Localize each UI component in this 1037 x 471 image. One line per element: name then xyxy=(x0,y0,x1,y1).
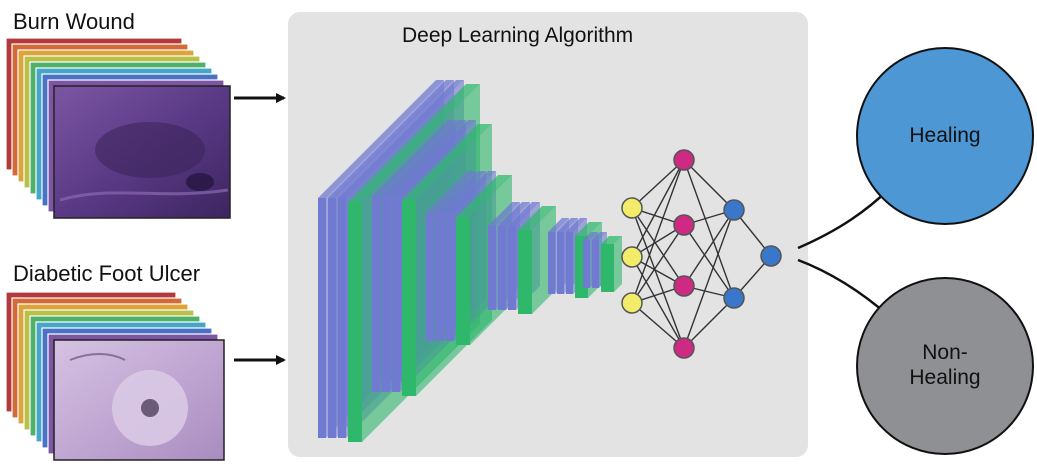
network-edge xyxy=(683,209,735,349)
network-edge xyxy=(631,207,685,287)
conv-slab-blue xyxy=(436,213,444,341)
burn-wound-region xyxy=(95,122,205,178)
foot-contour xyxy=(69,353,126,361)
input-node xyxy=(621,292,643,314)
conv-slab-blue xyxy=(446,213,454,341)
conv-slab-blue xyxy=(338,198,346,438)
conv-slab-blue-top xyxy=(426,171,476,213)
conv-slab-blue xyxy=(426,213,434,341)
conv-slab-blue xyxy=(498,226,506,310)
conv-slab-blue-top xyxy=(557,218,578,232)
conv-slab-green-top xyxy=(518,206,556,230)
output-node xyxy=(760,245,782,267)
conv-slab-green xyxy=(456,217,470,345)
input-node xyxy=(621,197,643,219)
non-healing-label-line1: Non- xyxy=(922,341,968,364)
conv-slab-green xyxy=(348,202,362,442)
conv-slab-blue-top xyxy=(548,218,569,232)
conv-slab-blue xyxy=(318,198,326,438)
conv-slab-blue-top xyxy=(436,171,486,213)
network-edge xyxy=(631,224,685,304)
conv-slab-green-top xyxy=(456,175,512,217)
non-healing-circle xyxy=(856,277,1034,455)
network-edge xyxy=(631,159,685,209)
conv-slab-blue-top xyxy=(583,232,598,240)
conv-slab-blue xyxy=(382,196,390,392)
hidden-node-2 xyxy=(723,287,745,309)
network-nodes xyxy=(621,149,782,359)
conv-slab-blue xyxy=(508,226,516,310)
conv-slab-blue-top xyxy=(372,120,456,196)
conv-slab-blue xyxy=(372,196,380,392)
network-edge xyxy=(631,159,685,258)
conv-slab-blue-top xyxy=(318,80,444,198)
hidden-node xyxy=(673,149,695,171)
conv-slab-blue-top xyxy=(382,120,466,196)
conv-slab-green-top xyxy=(601,236,622,244)
hidden-node-2 xyxy=(723,199,745,221)
conv-slab-blue-top xyxy=(566,218,587,232)
algorithm-title: Deep Learning Algorithm xyxy=(402,24,634,47)
conv-slab-blue-top xyxy=(446,171,496,213)
conv-slab-blue xyxy=(592,240,599,288)
diabetic-foot-ulcer-label: Diabetic Foot Ulcer xyxy=(13,261,201,286)
input-node xyxy=(621,246,643,268)
network-edge xyxy=(683,159,735,299)
convolution-layers xyxy=(318,80,622,442)
conv-slab-blue xyxy=(557,232,564,294)
conv-slab-blue-top xyxy=(328,80,454,198)
conv-slab-green xyxy=(601,244,614,292)
conv-slab-blue-top xyxy=(592,232,607,240)
conv-slab-blue-top xyxy=(498,202,530,226)
conv-slab-blue xyxy=(392,196,400,392)
healing-circle xyxy=(856,47,1034,225)
conv-slab-blue xyxy=(488,226,496,310)
network-edge xyxy=(683,224,735,299)
hidden-node xyxy=(673,337,695,359)
conv-slab-green-top xyxy=(575,222,602,236)
network-edge xyxy=(631,207,685,349)
non-healing-label: Non- Healing xyxy=(877,340,1013,390)
non-healing-label-line2: Healing xyxy=(909,366,981,390)
conv-slab-blue-top xyxy=(338,80,464,198)
network-edge xyxy=(631,159,685,304)
burn-wound-image-stack xyxy=(5,37,231,219)
conv-slab-green xyxy=(518,230,532,314)
conv-slab-green-side xyxy=(614,236,622,292)
conv-slab-green xyxy=(402,200,416,396)
hidden-node xyxy=(673,275,695,297)
conv-slab-blue xyxy=(566,232,573,294)
network-edge xyxy=(683,209,735,287)
conv-slab-green-top xyxy=(402,124,492,200)
conv-slab-blue xyxy=(548,232,555,294)
conv-slab-blue-top xyxy=(508,202,540,226)
conv-slab-blue xyxy=(328,198,336,438)
conv-slab-green-top xyxy=(348,84,480,202)
conv-slab-blue-top xyxy=(488,202,520,226)
ulcer-spot xyxy=(141,399,159,417)
diabetic-foot-ulcer-image-stack xyxy=(5,291,225,461)
hidden-node xyxy=(673,214,695,236)
network-edge xyxy=(683,159,735,211)
healing-label: Healing xyxy=(909,124,981,147)
conv-slab-blue xyxy=(583,240,590,288)
burn-wound-label: Burn Wound xyxy=(13,9,135,34)
network-edge xyxy=(683,297,735,349)
burn-wound-edge xyxy=(59,188,229,202)
conv-slab-blue-top xyxy=(392,120,476,196)
network-edge xyxy=(631,302,685,349)
network-edge xyxy=(631,256,685,349)
burn-wound-dark-spot xyxy=(186,173,214,191)
